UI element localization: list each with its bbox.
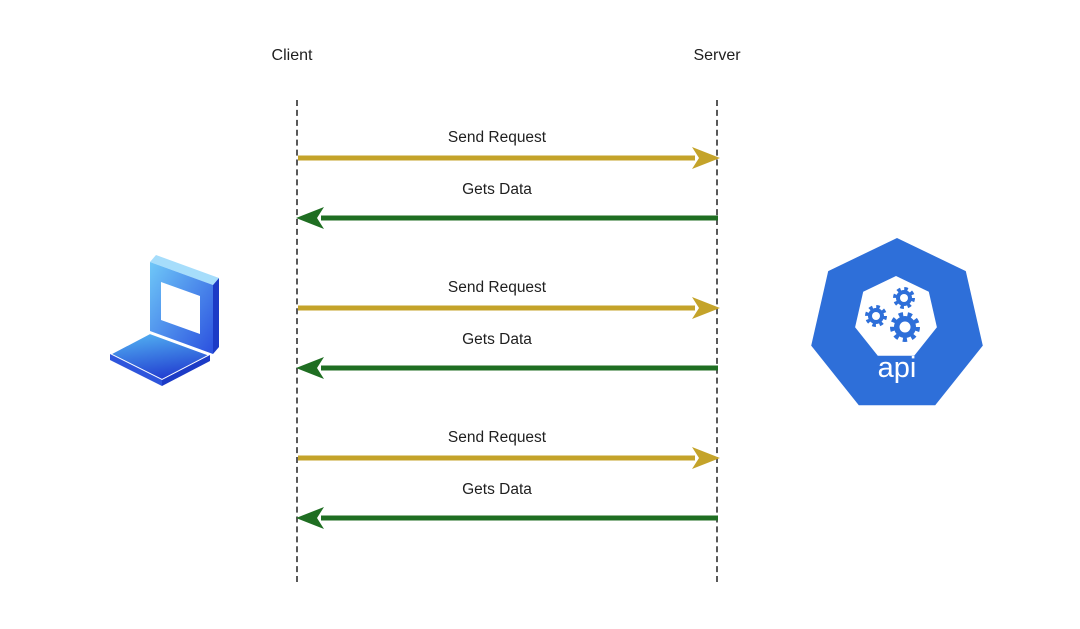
server-actor-label: Server bbox=[693, 47, 741, 64]
request-label-1: Send Request bbox=[447, 129, 547, 146]
response-arrow-1 bbox=[296, 207, 718, 229]
response-label-2: Gets Data bbox=[462, 331, 532, 348]
gear-icon bbox=[890, 312, 920, 342]
response-arrow-3 bbox=[296, 507, 718, 529]
gear-icon bbox=[865, 305, 887, 327]
request-label-2: Send Request bbox=[447, 279, 547, 296]
request-label-3: Send Request bbox=[447, 429, 547, 446]
client-actor-label: Client bbox=[271, 47, 313, 64]
response-label-1: Gets Data bbox=[462, 181, 532, 198]
response-label-3: Gets Data bbox=[462, 481, 532, 498]
client-lifeline bbox=[296, 100, 298, 582]
api-label: api bbox=[878, 352, 917, 384]
request-arrow-3 bbox=[298, 447, 720, 469]
request-arrow-2 bbox=[298, 297, 720, 319]
gear-icon bbox=[893, 287, 915, 309]
response-arrow-2 bbox=[296, 357, 718, 379]
laptop-icon bbox=[107, 255, 219, 386]
api-gears-heptagon-icon: api bbox=[811, 238, 983, 406]
request-arrow-1 bbox=[298, 147, 720, 169]
server-lifeline bbox=[716, 100, 718, 582]
